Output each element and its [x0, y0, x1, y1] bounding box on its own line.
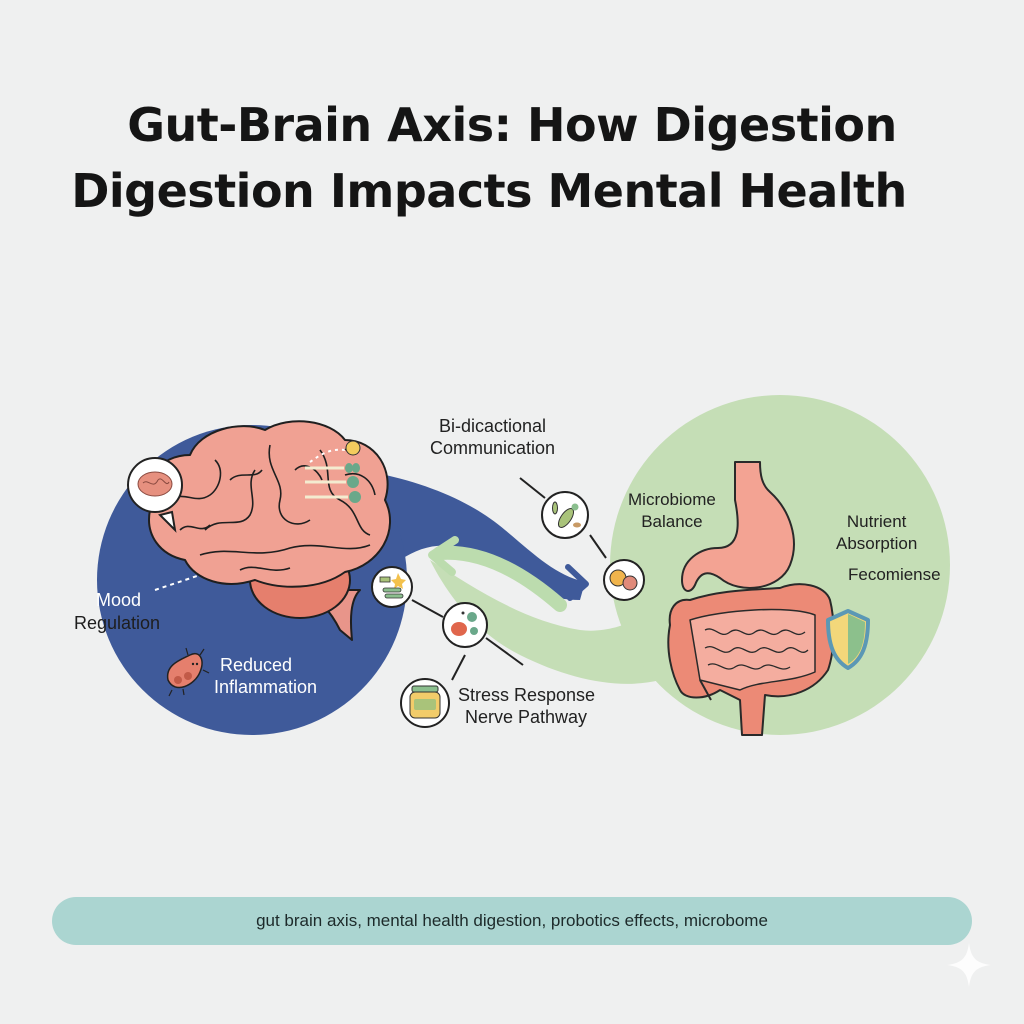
title-line-2: Digestion Impacts Mental Health: [71, 164, 907, 218]
label-fecomiense: Fecomiense: [848, 565, 941, 584]
cells-circle-icon: [442, 602, 488, 648]
label-inflammation-line2: Inflammation: [214, 677, 318, 697]
connector-lines: [411, 477, 607, 681]
sparkle-icon: [947, 943, 991, 987]
neuron-receptor-icon: [305, 440, 361, 503]
label-inflammation-line1: Reduced: [220, 655, 293, 675]
label-bidirectional-communication: Bi-dicactional Communication: [430, 415, 555, 459]
microbes-magnifier-icon: [541, 491, 589, 539]
label-mood-line1: Mood: [96, 590, 142, 610]
keyword-tags-bar: gut brain axis, mental health digestion,…: [52, 897, 972, 945]
label-reduced-inflammation: Reduced Inflammation: [214, 654, 317, 698]
keyword-tags-text: gut brain axis, mental health digestion,…: [256, 911, 768, 930]
label-nutrient-line2: Absorption: [836, 534, 918, 553]
label-nutrient-line1: Nutrient: [846, 512, 907, 531]
label-bidirectional-line2: Communication: [430, 438, 556, 458]
label-nutrient-absorption: Nutrient Absorption: [836, 511, 917, 555]
label-microbiome-balance: Microbiome Balance: [628, 489, 716, 533]
label-stress-line1: Stress Response: [458, 685, 596, 705]
page-title: Gut-Brain Axis: How Digestion Digestion …: [0, 92, 1024, 224]
digestive-system-illustration: [667, 461, 835, 736]
green-arrow: [433, 545, 567, 612]
label-stress-response: Stress Response Nerve Pathway: [458, 684, 595, 728]
label-microbiome-line1: Microbiome: [628, 490, 716, 509]
bacteria-cells-icon: [603, 559, 645, 601]
title-line-1: Gut-Brain Axis: How Digestion: [127, 98, 897, 152]
label-regulation: Regulation: [74, 612, 160, 634]
green-arrow-head: [428, 536, 459, 576]
shield-icon: [826, 609, 870, 670]
probiotic-food-icon: [371, 566, 413, 608]
bacteria-character-icon: [166, 647, 210, 697]
label-microbiome-line2: Balance: [641, 512, 703, 531]
brain-speech-bubble-icon: [127, 457, 183, 533]
label-mood-line2: Regulation: [74, 613, 161, 633]
label-bidirectional-line1: Bi-dicactional: [439, 416, 547, 436]
label-mood: Mood: [96, 589, 141, 611]
brain-illustration: [146, 420, 391, 641]
blue-arrow-head: [565, 564, 589, 601]
probiotic-jar-icon: [400, 678, 450, 728]
label-stress-line2: Nerve Pathway: [465, 707, 588, 727]
